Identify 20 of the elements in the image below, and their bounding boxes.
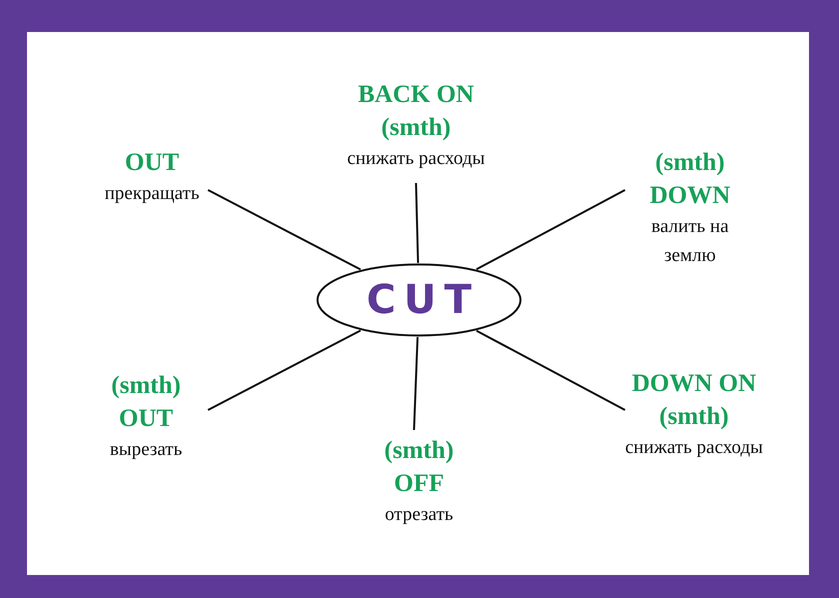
translation-text: прекращать <box>104 182 200 206</box>
phrasal-particle: (smth) OUT <box>110 371 182 434</box>
phrasal-particle: OUT <box>124 148 180 178</box>
phrasal-particle: DOWN ON (smth) <box>630 369 758 432</box>
translation-text: отрезать <box>384 503 454 527</box>
ellipse-node <box>316 263 522 337</box>
connector-line <box>415 182 420 264</box>
connector-line <box>476 189 626 270</box>
phrasal-particle: BACK ON (smth) <box>357 80 475 143</box>
connector-line <box>413 336 419 430</box>
translation-text: вырезать <box>108 438 184 462</box>
connector-line <box>476 330 626 411</box>
center-word: CUT <box>365 276 481 325</box>
translation-text: снижать расходы <box>346 147 486 171</box>
phrasal-particle: (smth) DOWN <box>648 148 732 211</box>
connector-line <box>208 330 362 411</box>
translation-text: валить на землю <box>650 215 730 268</box>
connector-line <box>208 189 362 270</box>
translation-text: снижать расходы <box>624 436 764 460</box>
phrasal-particle: (smth) OFF <box>383 436 455 499</box>
